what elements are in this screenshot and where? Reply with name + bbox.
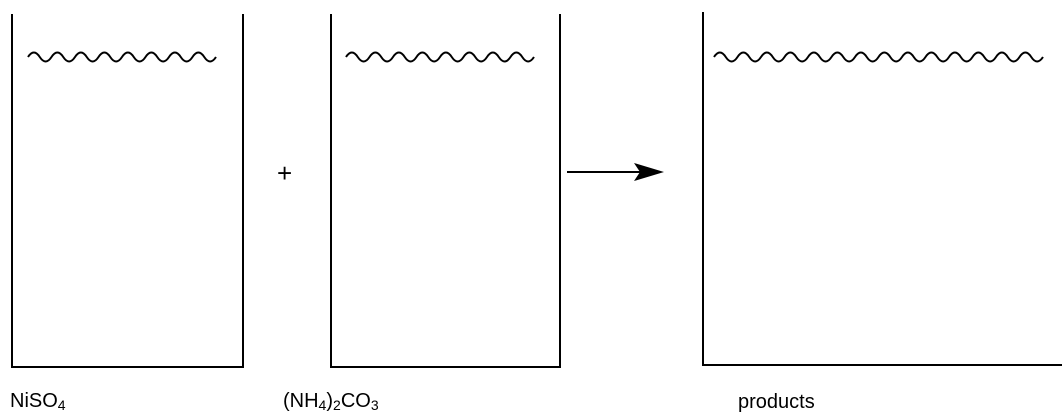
beaker-label-products: products xyxy=(738,392,815,412)
liquid-surface-wave xyxy=(713,51,1044,63)
beaker-label-ammonium-carbonate: (NH4)2CO3 xyxy=(283,390,379,413)
plus-sign: + xyxy=(277,158,293,188)
reaction-arrow xyxy=(567,163,664,181)
formula-text: NiSO xyxy=(10,390,58,412)
beaker-outline xyxy=(702,12,1062,366)
beaker-ammonium-carbonate xyxy=(330,14,561,368)
arrow-head xyxy=(634,163,664,181)
formula-subscript: 4 xyxy=(57,397,66,413)
formula-subscript: 2 xyxy=(333,397,341,413)
beaker-outline xyxy=(11,14,244,368)
liquid-surface-wave xyxy=(27,51,217,63)
formula-subscript: 3 xyxy=(370,397,379,413)
formula-text: ) xyxy=(326,390,334,412)
beaker-products xyxy=(702,12,1062,366)
liquid-surface-wave xyxy=(345,51,535,63)
formula-text: products xyxy=(738,391,815,413)
formula-subscript: 4 xyxy=(318,397,327,413)
beaker-label-nickel-sulfate: NiSO4 xyxy=(10,390,66,413)
formula-text: CO xyxy=(340,390,371,412)
beaker-nickel-sulfate xyxy=(11,14,244,368)
formula-text: (NH xyxy=(283,390,319,412)
beaker-outline xyxy=(330,14,561,368)
